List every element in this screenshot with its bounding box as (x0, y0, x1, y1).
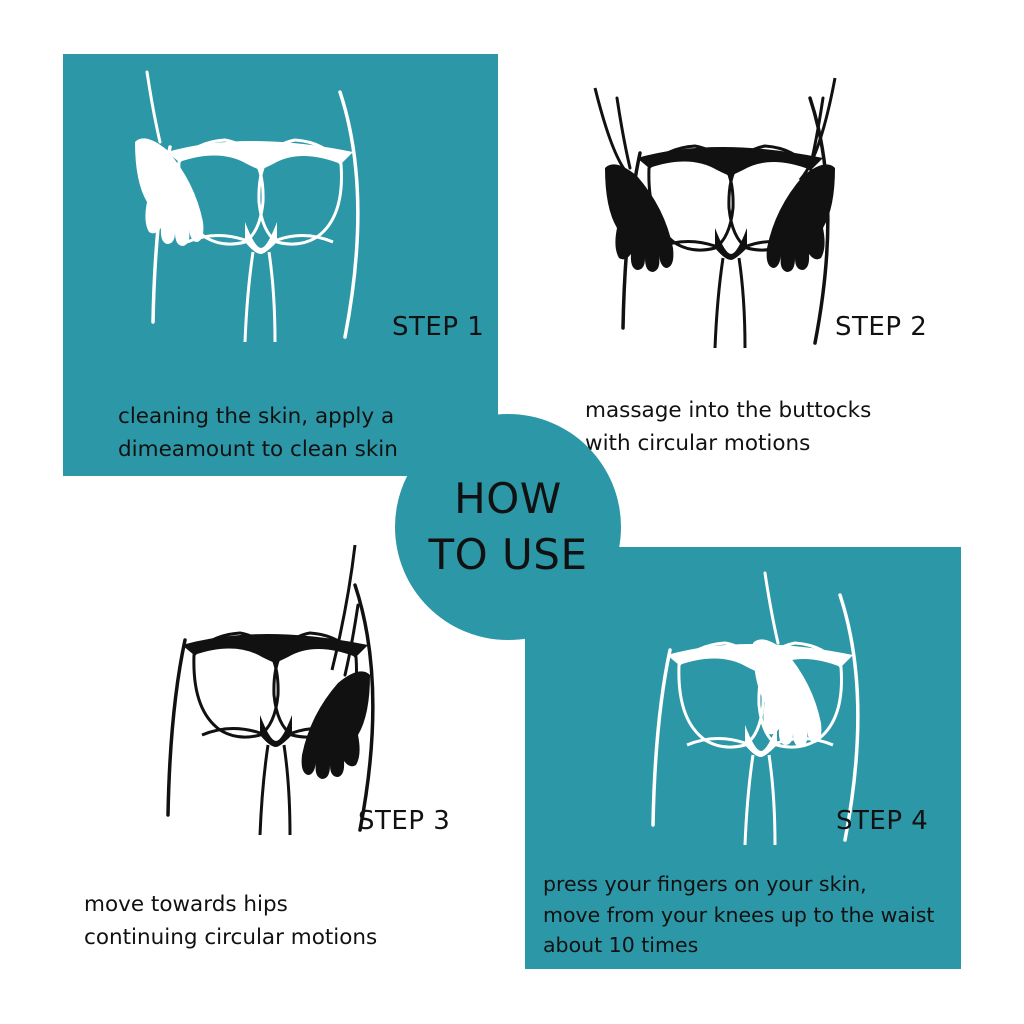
step3-description-line: move towards hips (84, 892, 288, 917)
buttocks-hand-left-illustration (133, 70, 360, 344)
buttocks-two-hands-illustration (593, 77, 837, 350)
step1-panel-background (63, 54, 498, 476)
step2-description-line: with circular motions (585, 431, 811, 456)
step4-description-line: about 10 times (543, 933, 699, 957)
step1-description-line: cleaning the skin, apply a (118, 404, 395, 429)
step4-panel-background (525, 547, 961, 969)
step4-description: press your fingers on your skin, move fr… (543, 869, 934, 961)
step3-description: move towards hips continuing circular mo… (84, 888, 377, 954)
how-to-use-badge: HOW TO USE (395, 414, 621, 640)
step1-label: STEP 1 (392, 312, 485, 342)
step4-label: STEP 4 (836, 806, 929, 836)
step1-description-line: dimeamount to clean skin (118, 437, 398, 462)
step4-description-line: move from your knees up to the waist (543, 902, 935, 927)
how-to-use-title-line2: TO USE (428, 530, 588, 579)
step2-label: STEP 2 (835, 312, 928, 342)
buttocks-hand-right-illustration (166, 544, 375, 837)
buttocks-hand-center-illustration (651, 571, 860, 847)
step1-description: cleaning the skin, apply a dimeamount to… (118, 400, 398, 466)
step3-label: STEP 3 (358, 806, 451, 836)
step3-description-line: continuing circular motions (84, 925, 378, 950)
step4-description-line: press your fingers on your skin, (543, 872, 867, 896)
how-to-use-title-line1: HOW (454, 474, 562, 523)
step2-description-line: massage into the buttocks (585, 398, 872, 423)
step2-description: massage into the buttocks with circular … (585, 394, 871, 460)
